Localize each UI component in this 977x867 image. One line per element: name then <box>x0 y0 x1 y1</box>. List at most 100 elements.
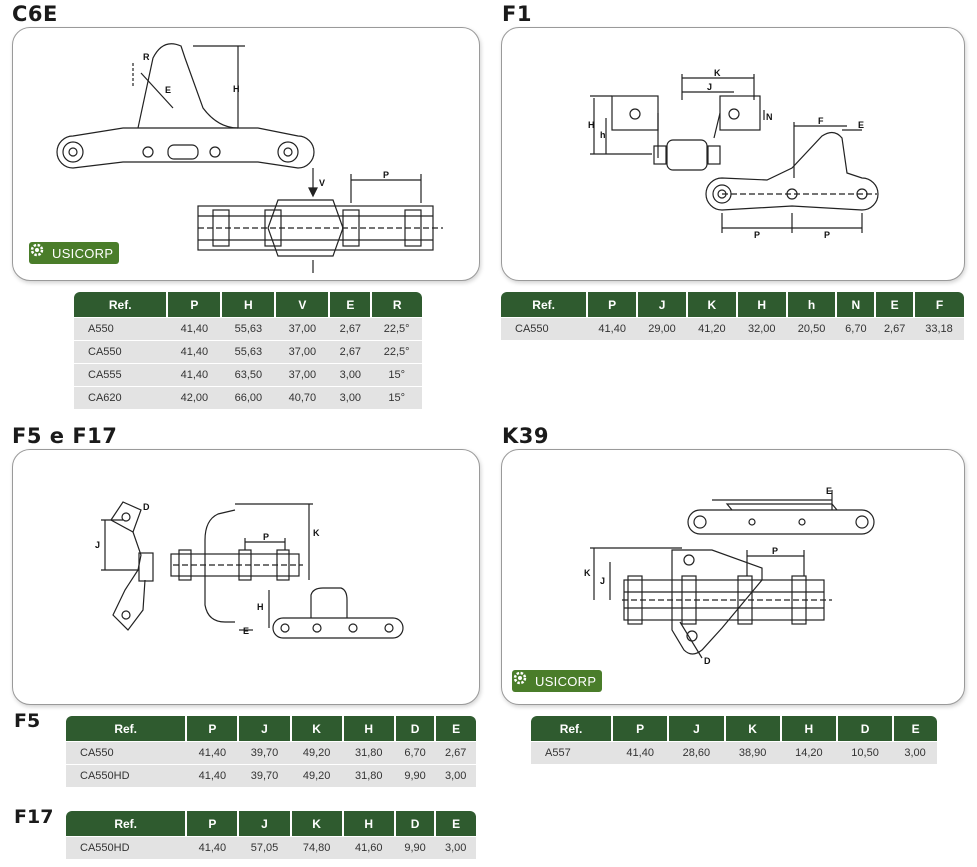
table-cell: 9,90 <box>394 764 436 787</box>
spec-table-k39: Ref. P J K H D E A557 41,40 28,60 38,90 … <box>531 716 937 764</box>
table-row: CA550 41,40 39,70 49,20 31,80 6,70 2,67 <box>66 741 476 765</box>
table-cell: 3,00 <box>435 764 476 787</box>
col-header: H <box>779 716 837 742</box>
spec-table-f5: Ref. P J K H D E CA550 41,40 39,70 49,20… <box>66 716 476 787</box>
spec-table-c6e: Ref. P H V E R A550 41,40 55,63 37,00 2,… <box>74 292 422 409</box>
drawing-panel-c6e: R E H V P USICORP <box>12 27 480 281</box>
drawing-panel-k39: E P K J D USICORP <box>501 449 965 705</box>
table-cell: CA550HD <box>66 764 187 787</box>
table-cell: 2,67 <box>875 317 915 340</box>
table-row: CA550 41,40 29,00 41,20 32,00 20,50 6,70… <box>501 317 964 340</box>
logo-text: USICORP <box>52 245 114 261</box>
dim-label-h: H <box>257 602 264 612</box>
col-header: P <box>166 292 222 318</box>
table-cell: 9,90 <box>394 836 436 859</box>
col-header: J <box>667 716 725 742</box>
chain-drawing-c6e: R E H V P <box>56 43 443 273</box>
table-cell: 63,50 <box>221 363 276 387</box>
col-header: D <box>835 716 894 742</box>
col-header: J <box>237 811 291 837</box>
table-cell: 2,67 <box>329 340 372 364</box>
chain-drawing-f1: K J H h N F E P P <box>588 68 879 240</box>
table-cell: 3,00 <box>893 741 937 764</box>
dim-label-k: K <box>313 528 320 538</box>
dim-label-e: E <box>826 486 832 496</box>
table-cell: CA550 <box>74 340 168 364</box>
col-header: K <box>723 716 781 742</box>
section-title-f1: F1 <box>502 2 532 26</box>
col-header: H <box>735 292 787 318</box>
table-row: CA550 41,40 55,63 37,00 2,67 22,5° <box>74 340 422 364</box>
col-header: V <box>274 292 330 318</box>
col-header: K <box>685 292 737 318</box>
col-header: Ref. <box>74 292 168 318</box>
col-header: P <box>185 716 239 742</box>
table-cell: 41,40 <box>186 764 239 787</box>
col-header: K <box>289 716 343 742</box>
dim-label-j: J <box>707 82 712 92</box>
table-cell: 41,60 <box>342 836 395 859</box>
usicorp-logo: USICORP <box>512 670 603 692</box>
col-header: H <box>341 811 395 837</box>
table-cell: 41,40 <box>587 317 638 340</box>
usicorp-logo: USICORP <box>29 242 120 264</box>
table-cell: 3,00 <box>329 363 372 387</box>
table-cell: CA555 <box>74 363 168 387</box>
table-cell: 39,70 <box>238 741 291 765</box>
table-cell: 22,5° <box>371 317 422 341</box>
table-cell: 41,40 <box>167 363 222 387</box>
table-cell: 2,67 <box>329 317 372 341</box>
chain-drawing-f5-f17: D J K P H E <box>95 501 404 639</box>
table-cell: 14,20 <box>780 741 837 764</box>
col-header: P <box>185 811 239 837</box>
table-cell: 10,50 <box>836 741 894 764</box>
col-header: F <box>913 292 964 318</box>
dim-label-p: P <box>263 532 269 542</box>
table-cell: 32,00 <box>736 317 787 340</box>
col-header: P <box>586 292 638 318</box>
col-header: D <box>393 716 436 742</box>
table-cell: CA550HD <box>66 836 187 859</box>
dim-label-j: J <box>600 576 605 586</box>
table-cell: 41,40 <box>167 317 222 341</box>
table-cell: 55,63 <box>221 340 276 364</box>
table-row: CA550HD 41,40 57,05 74,80 41,60 9,90 3,0… <box>66 836 476 859</box>
table-cell: 2,67 <box>435 741 476 765</box>
table-cell: 37,00 <box>275 340 330 364</box>
dim-label-h-small: h <box>600 130 606 140</box>
dim-label-k: K <box>714 68 721 78</box>
drawing-panel-f1: K J H h N F E P P <box>501 27 965 281</box>
dim-label-e: E <box>165 85 171 95</box>
table-cell: CA550 <box>501 317 588 340</box>
dim-label-p1: P <box>754 230 760 240</box>
dim-label-h: H <box>233 84 240 94</box>
col-header: E <box>434 716 476 742</box>
table-cell: 38,90 <box>724 741 781 764</box>
col-header: J <box>237 716 291 742</box>
table-cell: A557 <box>531 741 613 764</box>
table-cell: 74,80 <box>290 836 343 859</box>
dim-label-f: F <box>818 116 824 126</box>
spec-table-f17: Ref. P J K H D E CA550HD 41,40 57,05 74,… <box>66 811 476 859</box>
col-header: J <box>636 292 687 318</box>
col-header: H <box>220 292 276 318</box>
section-title-c6e: C6E <box>12 2 58 26</box>
table-cell: 28,60 <box>668 741 725 764</box>
col-header: N <box>835 292 876 318</box>
table-cell: 3,00 <box>435 836 476 859</box>
col-header: R <box>370 292 422 318</box>
table-cell: 66,00 <box>221 386 276 409</box>
subtitle-f5: F5 <box>14 710 41 732</box>
table-cell: 49,20 <box>290 764 343 787</box>
table-cell: 6,70 <box>836 317 876 340</box>
col-header: E <box>434 811 476 837</box>
table-cell: 20,50 <box>786 317 837 340</box>
drawing-panel-f5-f17: D J K P H E <box>12 449 480 705</box>
table-cell: 31,80 <box>342 741 395 765</box>
col-header: P <box>611 716 669 742</box>
dim-label-r: R <box>143 52 150 62</box>
col-header: E <box>892 716 937 742</box>
col-header: H <box>341 716 395 742</box>
spec-table-f1: Ref. P J K H h N E F CA550 41,40 29,00 4… <box>501 292 964 340</box>
table-cell: 49,20 <box>290 741 343 765</box>
